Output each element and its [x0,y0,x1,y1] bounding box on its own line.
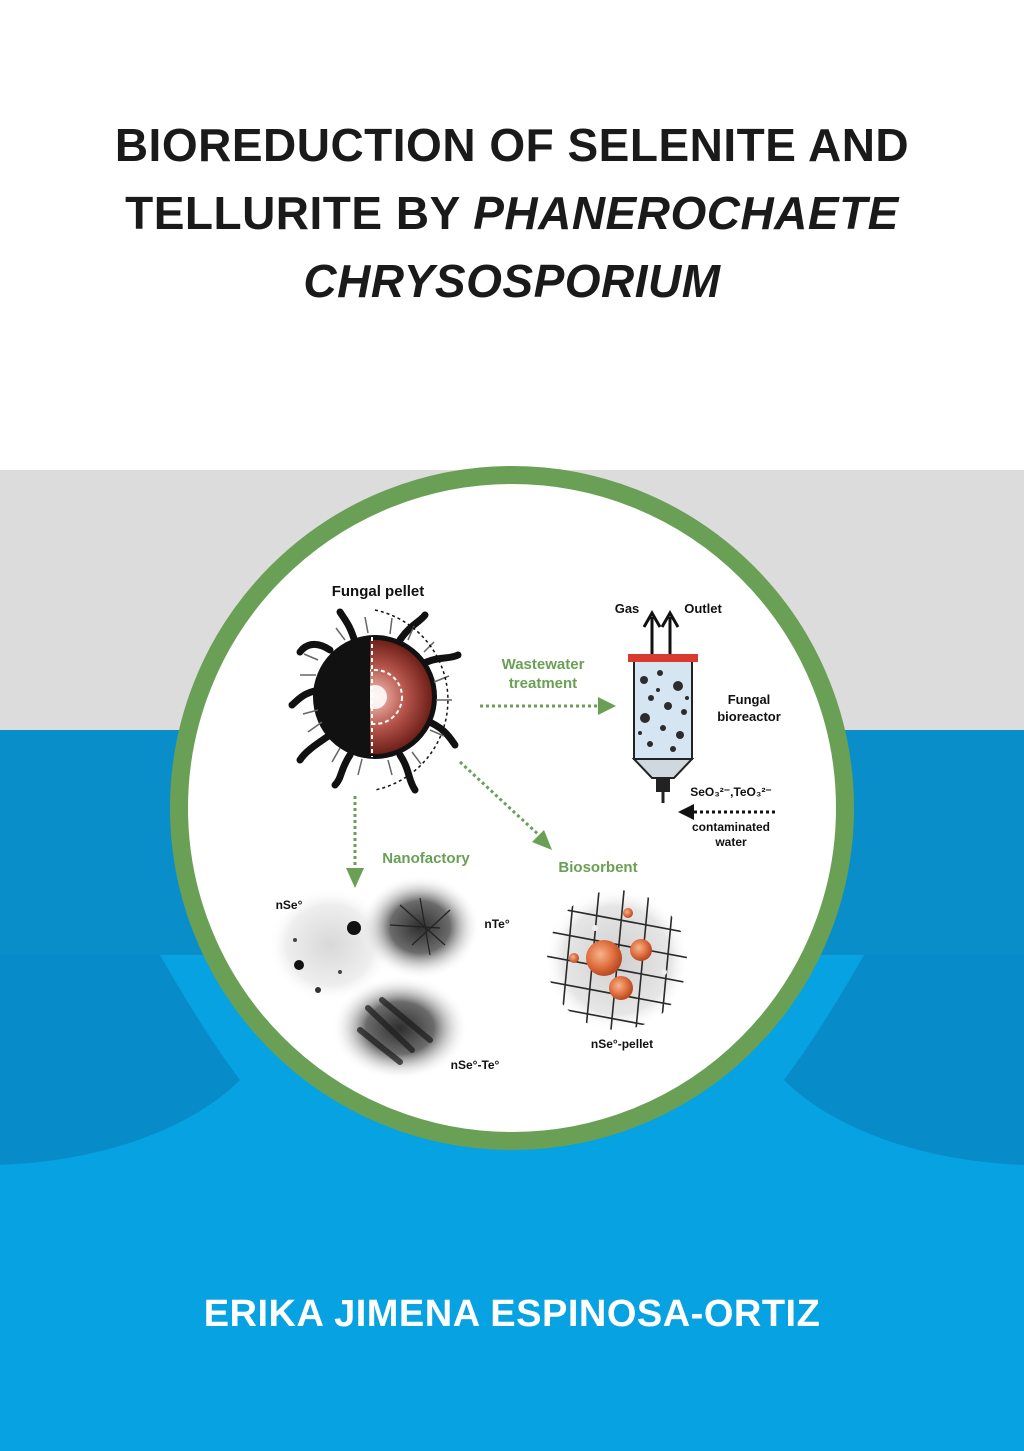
title-line-2: TELLURITE BY PHANEROCHAETE [0,186,1024,240]
title-line-1: BIOREDUCTION OF SELENITE AND [114,119,910,171]
arrows [353,704,775,870]
wastewater-label-line2: treatment [509,675,577,692]
tem-micrographs [268,875,480,1080]
bioreactor-label-line2: bioreactor [717,709,781,724]
nanofactory-label: Nanofactory [382,850,470,867]
title-line-2-italic: PHANEROCHAETE [473,187,899,239]
biosorbent-drawing [545,888,689,1032]
green-ring [170,466,854,1150]
outlet-label: Outlet [684,601,722,616]
nse-label: nSe° [276,898,303,912]
fungal-pellet-label: Fungal pellet [332,583,425,600]
bioreactor-drawing [628,609,698,803]
contaminated-label-line1: contaminated [692,820,770,834]
contaminants-label: SeO₃²⁻,TeO₃²⁻ [690,785,772,799]
title-line-3: CHRYSOSPORIUM [0,254,1024,308]
fungal-pellet-drawing [288,608,462,794]
biosorbent-label: Biosorbent [558,859,637,876]
contaminated-label-line2: water [714,835,747,849]
nte-label: nTe° [484,917,509,931]
gas-label: Gas [615,601,640,616]
title-line-3-italic: CHRYSOSPORIUM [303,255,721,307]
wastewater-label-line1: Wastewater [502,656,585,673]
bioreactor-label-line1: Fungal [728,692,771,707]
nsete-label: nSe°-Te° [451,1058,500,1072]
author-name: ERIKA JIMENA ESPINOSA-ORTIZ [203,1293,821,1335]
title-line-2-plain: TELLURITE BY [125,187,474,239]
nse-pellet-label: nSe°-pellet [591,1037,653,1051]
